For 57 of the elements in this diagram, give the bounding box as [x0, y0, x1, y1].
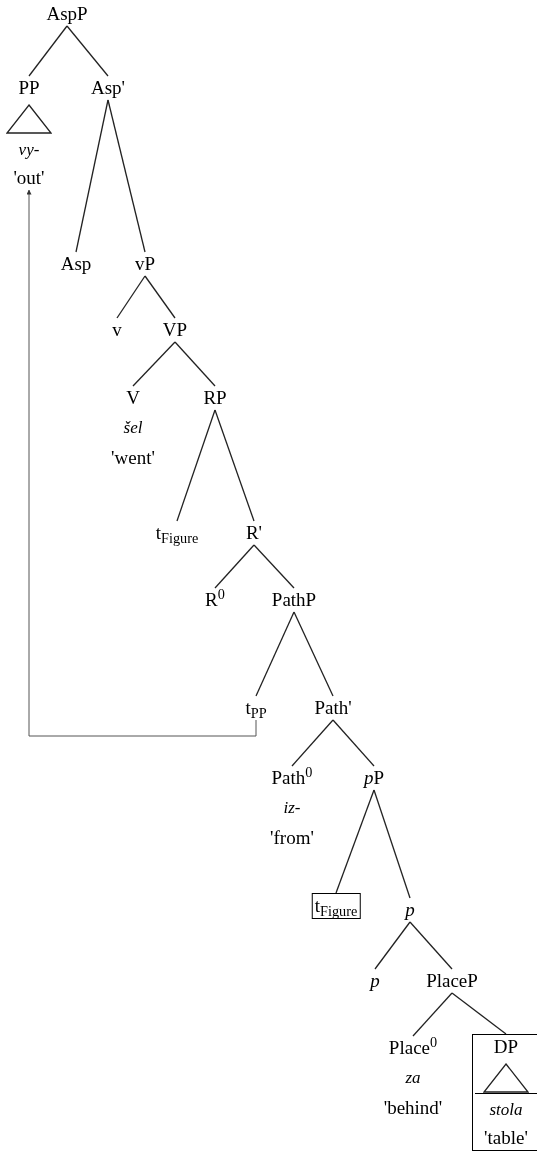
tree-branch — [409, 921, 453, 970]
category-label: DP — [493, 1035, 519, 1059]
category-label: PP — [18, 76, 40, 100]
category-label: p — [370, 969, 380, 993]
gloss: 'out' — [13, 166, 45, 190]
category-label: v — [112, 318, 122, 342]
word-form: iz- — [283, 797, 301, 819]
category-label: AspP — [46, 2, 88, 26]
category-label: t$_{Figure}$ — [314, 894, 358, 918]
tree-branch — [132, 341, 176, 387]
tree-branch — [174, 341, 216, 387]
boxed-constituent — [472, 1034, 537, 1151]
tree-branch — [214, 409, 255, 522]
tree-branch — [28, 25, 68, 77]
category-label: pP — [363, 766, 385, 790]
word-form: vy- — [18, 139, 40, 161]
movement-arrow — [26, 189, 257, 737]
tree-branch — [75, 99, 109, 253]
tree-branch — [412, 992, 453, 1037]
category-label: Asp — [60, 252, 92, 276]
tree-branch — [255, 611, 295, 697]
word-form: za — [405, 1067, 421, 1089]
tree-branch — [116, 275, 146, 319]
category-label: PathP — [271, 588, 317, 612]
tree-branch — [293, 611, 334, 697]
gloss: 'table' — [484, 1126, 528, 1150]
word-form: šel — [123, 417, 143, 439]
gloss: 'behind' — [383, 1096, 443, 1120]
tree-branch — [451, 992, 507, 1035]
category-label: Place$^{0}$ — [388, 1036, 438, 1060]
category-label: R$^{0}$ — [205, 588, 225, 612]
gloss: 'went' — [111, 446, 155, 470]
tree-branch — [332, 719, 375, 767]
tree-branch — [214, 544, 255, 589]
category-label: p — [405, 898, 415, 922]
category-label: t$_{PP}$ — [245, 696, 267, 720]
tree-branch — [144, 275, 176, 319]
category-label: Asp' — [91, 76, 125, 100]
category-label: VP — [162, 318, 188, 342]
category-label: Path' — [314, 696, 352, 720]
category-label: V — [126, 386, 140, 410]
category-label: RP — [203, 386, 227, 410]
category-label: t$_{Figure}$ — [155, 521, 199, 545]
tree-branch — [253, 544, 295, 589]
category-label: vP — [134, 252, 156, 276]
word-form: stola — [489, 1099, 523, 1121]
gloss: 'from' — [270, 826, 314, 850]
category-label: Path$^{0}$ — [271, 766, 313, 790]
tree-branch — [335, 789, 375, 894]
tree-branch — [176, 409, 216, 522]
tree-branch — [66, 25, 109, 77]
tree-branch — [374, 921, 411, 970]
tree-branch — [107, 99, 146, 253]
category-label: PlaceP — [426, 969, 478, 993]
category-label: R' — [245, 521, 263, 545]
tree-branch — [373, 789, 411, 899]
tree-branch — [291, 719, 334, 767]
